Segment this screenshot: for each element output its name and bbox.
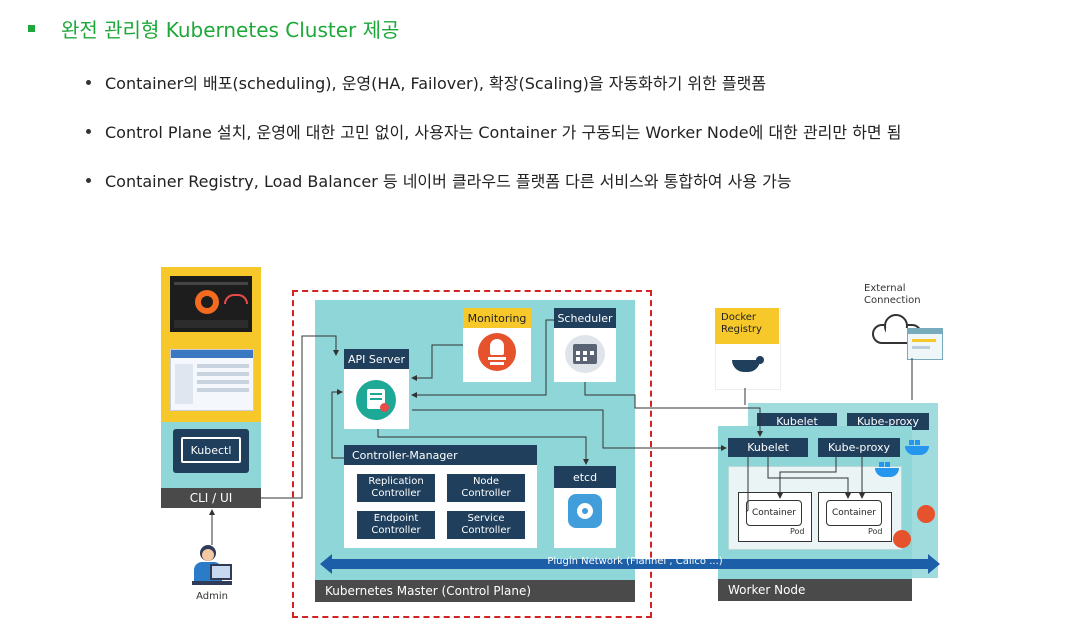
prometheus-icon [893,530,911,548]
bullet-item: Container Registry, Load Balancer 등 네이버 … [86,168,792,192]
node-controller: Node Controller [447,474,525,502]
bullet-dot-icon [86,79,91,85]
scheduler-label: Scheduler [554,308,616,328]
pod-label: Pod [790,527,805,536]
api-server-label: API Server [344,349,409,369]
control-plane-boundary [292,290,652,618]
browser-window-icon [907,328,943,360]
api-server-icon [356,380,396,420]
endpoint-controller: Endpoint Controller [357,511,435,539]
heading-text: 완전 관리형 Kubernetes Cluster 제공 [61,18,400,42]
external-connection-label: External Connection [864,283,921,306]
bullet-item: Control Plane 설치, 운영에 대한 고민 없이, 사용자는 Con… [86,119,901,143]
docker-icon [905,440,931,456]
container-box: Container [826,500,882,526]
docker-whale-icon [732,354,764,374]
controller-manager-label: Controller-Manager [344,445,537,465]
bullet-dot-icon [86,128,91,134]
bullet-dot-icon [86,177,91,183]
monitoring-label: Monitoring [463,308,531,328]
replication-controller: Replication Controller [357,474,435,502]
service-controller: Service Controller [447,511,525,539]
container-box: Container [746,500,802,526]
bullet-text: Container의 배포(scheduling), 운영(HA, Failov… [105,74,767,93]
bullet-text: Control Plane 설치, 운영에 대한 고민 없이, 사용자는 Con… [105,123,902,142]
heading-bullet-icon [28,25,35,32]
etcd-label: etcd [554,466,616,488]
master-footer: Kubernetes Master (Control Plane) [315,580,635,602]
plugin-network-arrow [320,554,940,574]
calendar-icon [565,335,605,373]
bullet-text: Container Registry, Load Balancer 등 네이버 … [105,172,792,191]
page-heading: 완전 관리형 Kubernetes Cluster 제공 [28,14,399,43]
kube-proxy-back-label: Kube-proxy [847,413,929,430]
etcd-icon [568,494,602,528]
prometheus-icon [917,505,935,523]
kubelet-back-label: Kubelet [757,413,837,430]
kubectl-label: Kubectl [181,437,241,463]
pod-label: Pod [868,527,883,536]
prometheus-icon [478,333,516,371]
docker-registry-label: Docker Registry [715,308,779,344]
cloud-icon [872,312,928,346]
docker-icon [875,462,901,478]
kubelet-label: Kubelet [728,438,808,457]
admin-label: Admin [196,591,228,602]
cli-ui-footer: CLI / UI [161,488,261,508]
dashboard-screenshot [170,349,254,411]
kube-proxy-label: Kube-proxy [818,438,900,457]
grafana-screenshot [170,276,252,332]
worker-node-footer: Worker Node [718,579,912,601]
bullet-item: Container의 배포(scheduling), 운영(HA, Failov… [86,70,766,94]
admin-person-icon [190,545,234,589]
kubectl-terminal: Kubectl [173,429,249,473]
plugin-network-label: Plugin Network (Flannel , Calico ...) [547,556,723,567]
